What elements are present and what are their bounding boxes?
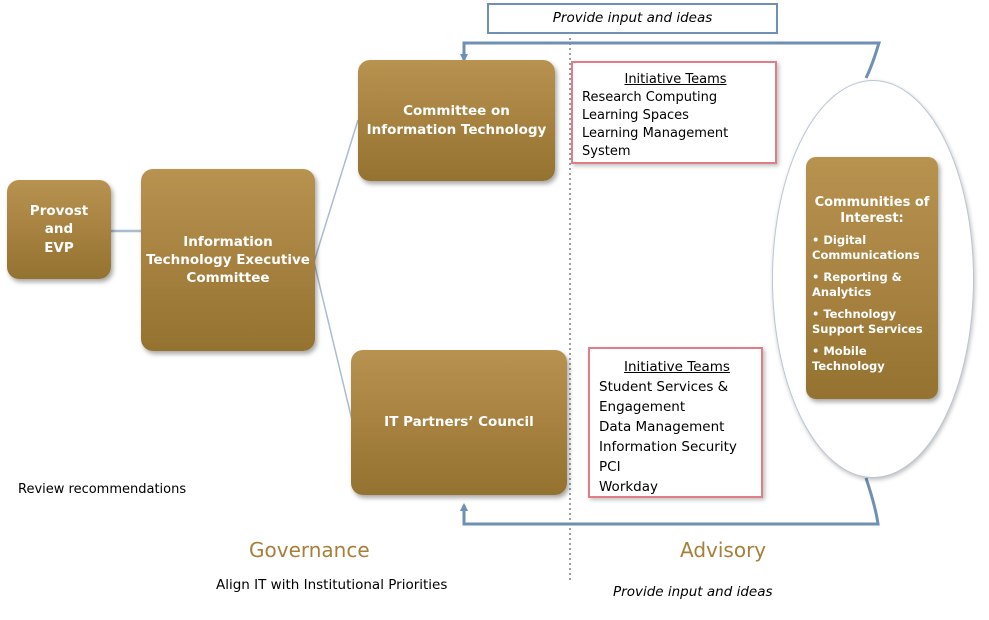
community-item: • Digital Communications bbox=[812, 233, 920, 262]
communities-list: • Digital Communications • Reporting & A… bbox=[806, 233, 938, 373]
governance-heading: Governance bbox=[249, 538, 370, 562]
team-item: Learning Management bbox=[582, 126, 729, 141]
communities-title-line-1: Communities of bbox=[814, 195, 930, 210]
top-input-text: Provide input and ideas bbox=[552, 10, 713, 26]
align-it-label: Align IT with Institutional Priorities bbox=[216, 577, 448, 593]
team-item: Information Security bbox=[599, 439, 737, 455]
itec-line-2: Technology Executive bbox=[146, 251, 310, 268]
top-input-box: Provide input and ideas bbox=[487, 3, 778, 34]
review-recommendations-label: Review recommendations bbox=[18, 482, 187, 497]
team-item: System bbox=[582, 144, 631, 159]
itec-coit-connector bbox=[313, 119, 359, 263]
coit-line-2: Information Technology bbox=[366, 121, 547, 138]
it-executive-committee-box: Information Technology Executive Committ… bbox=[141, 169, 315, 351]
team-item: Learning Spaces bbox=[582, 108, 689, 123]
community-item: • Mobile Technology bbox=[812, 344, 885, 373]
itec-line-1: Information bbox=[183, 233, 273, 250]
team-item: Student Services & bbox=[599, 379, 729, 395]
provost-line-3: EVP bbox=[44, 239, 74, 256]
team-item: Engagement bbox=[599, 399, 686, 415]
top-feedback-arrow bbox=[460, 41, 882, 79]
bottom-feedback-arrow bbox=[460, 477, 880, 526]
community-item: • Technology Support Services bbox=[812, 307, 923, 336]
itpc-line-1: IT Partners’ Council bbox=[384, 414, 534, 431]
initiative-teams-box-2: Initiative Teams Student Services & Enga… bbox=[588, 347, 763, 498]
initiative-teams-heading-2: Initiative Teams bbox=[624, 359, 730, 375]
itec-line-3: Committee bbox=[186, 270, 270, 287]
provost-line-2: and bbox=[44, 221, 74, 238]
provide-input-bottom-label: Provide input and ideas bbox=[613, 584, 773, 600]
provost-line-1: Provost bbox=[29, 203, 89, 220]
team-item: PCI bbox=[599, 459, 621, 475]
advisory-heading: Advisory bbox=[680, 538, 767, 562]
committee-on-it-box: Committee on Information Technology bbox=[358, 60, 555, 181]
itec-itpc-connector bbox=[313, 261, 353, 421]
provost-evp-box: Provost and EVP bbox=[7, 180, 111, 279]
team-item: Research Computing bbox=[582, 90, 718, 105]
communities-of-interest-box: Communities of Interest: • Digital Commu… bbox=[806, 157, 938, 399]
team-item: Workday bbox=[599, 479, 659, 495]
initiative-teams-box-1: Initiative Teams Research Computing Lear… bbox=[571, 61, 777, 164]
community-item: • Reporting & Analytics bbox=[812, 270, 902, 299]
initiative-teams-heading-1: Initiative Teams bbox=[624, 72, 727, 87]
coit-line-1: Committee on bbox=[403, 103, 510, 120]
communities-ellipse bbox=[772, 80, 974, 478]
it-partners-council-box: IT Partners’ Council bbox=[351, 350, 567, 495]
team-item: Data Management bbox=[599, 419, 725, 435]
communities-title-line-2: Interest: bbox=[840, 211, 904, 226]
